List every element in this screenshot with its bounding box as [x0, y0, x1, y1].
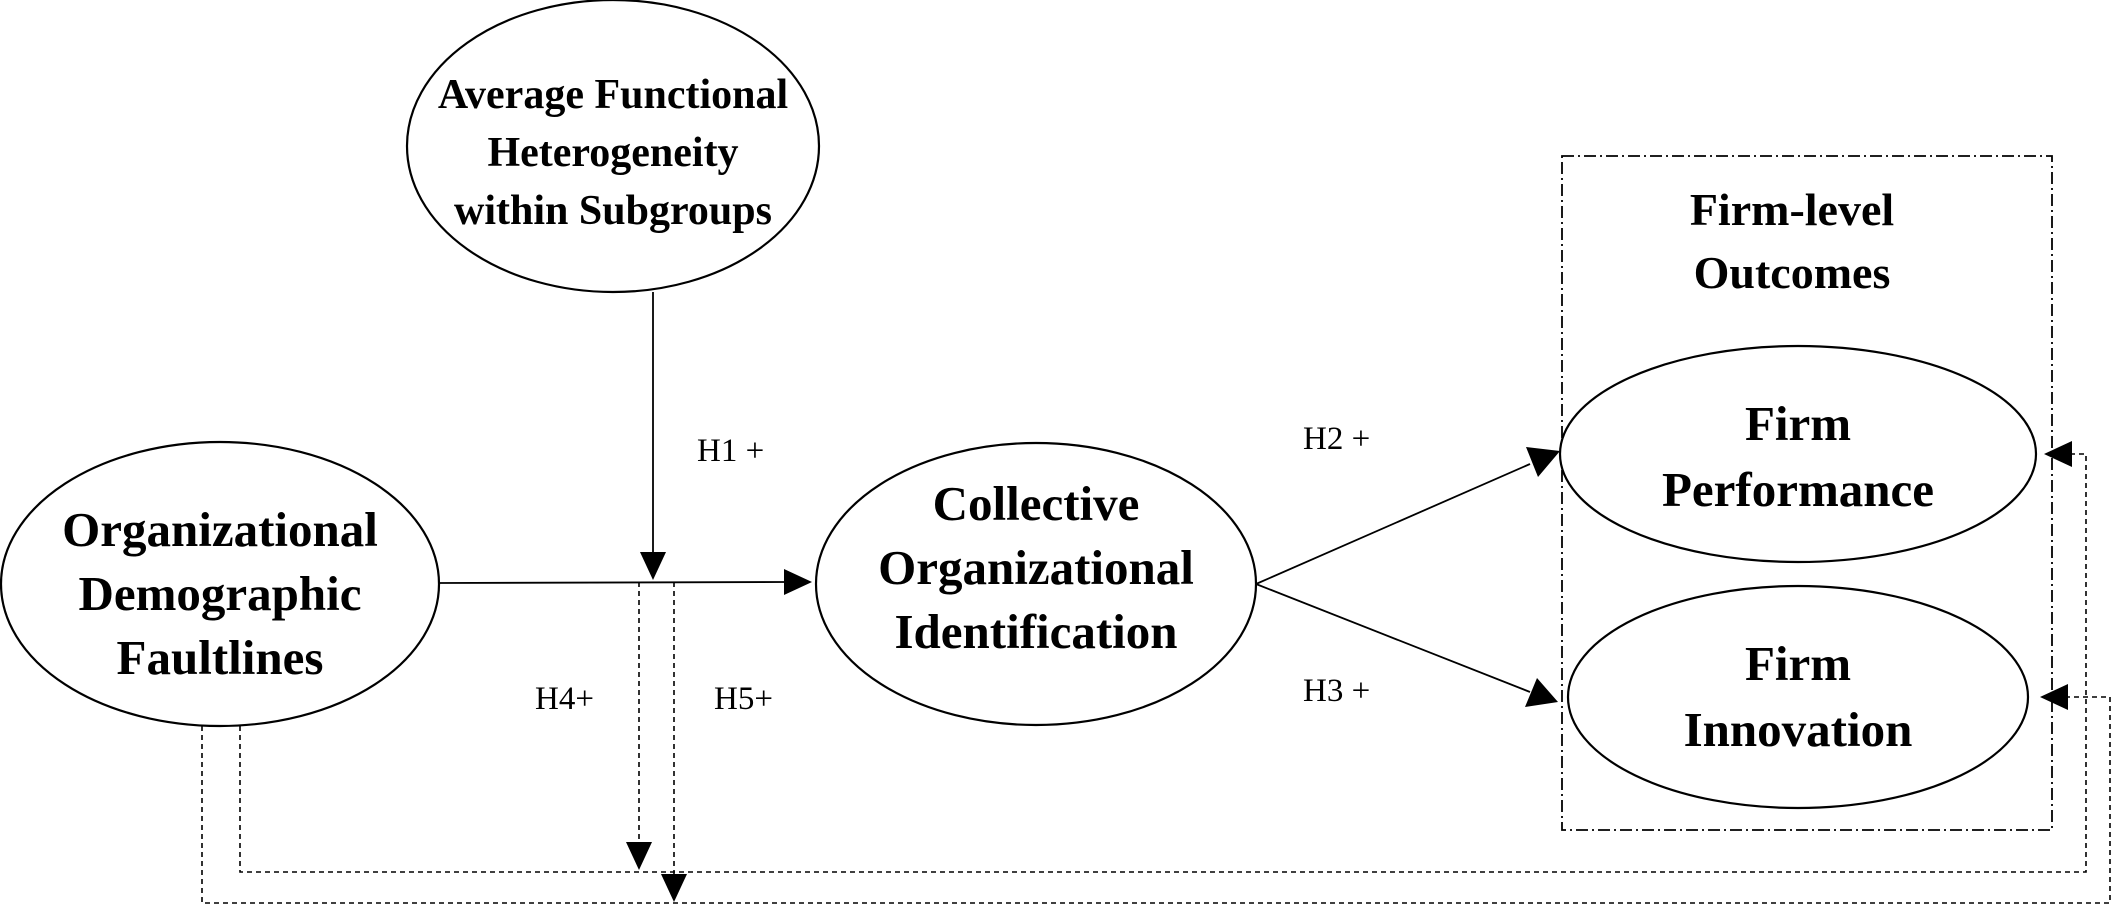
node-innovation-line-1: Firm [1745, 636, 1851, 691]
edge-label-h2: H2 + [1303, 421, 1370, 457]
node-heterogeneity [405, 0, 821, 294]
edge-label-h4: H4+ [535, 681, 594, 717]
arrowhead-to-performance [1526, 447, 1560, 477]
arrowhead-to-innovation [1525, 678, 1558, 707]
edge-label-h5: H5+ [714, 681, 773, 717]
node-faultlines-line-2: Demographic [78, 566, 361, 621]
firm-level-outcomes-box [1561, 155, 2053, 831]
node-innovation-line-2: Innovation [1684, 702, 1913, 757]
node-faultlines-line-1: Organizational [62, 502, 378, 557]
node-innovation [1566, 584, 2030, 810]
arrowhead-h5 [661, 874, 687, 902]
arrowhead-h1 [640, 552, 666, 580]
node-identification [814, 441, 1258, 727]
arrowhead-loop-performance [2044, 441, 2072, 467]
edge-identification-to-innovation [1255, 583, 1531, 693]
edge-faultlines-to-identification [439, 581, 787, 584]
node-identification-line-2: Organizational [878, 540, 1194, 595]
node-identification-line-1: Collective [933, 476, 1140, 531]
node-performance-line-2: Performance [1662, 462, 1934, 517]
node-heterogeneity-line-1: Average Functional [438, 72, 788, 118]
edge-innovation-loop [201, 696, 2111, 904]
group-title-line-1: Firm-level [1690, 184, 1894, 235]
edge-label-h1: H1 + [697, 433, 764, 469]
node-performance-line-1: Firm [1745, 396, 1851, 451]
node-faultlines-line-3: Faultlines [117, 630, 324, 685]
arrowhead-h4 [626, 842, 652, 870]
arrowhead-to-identification [784, 569, 812, 595]
edge-performance-loop [239, 453, 2087, 873]
node-performance [1558, 344, 2038, 564]
edge-label-h3: H3 + [1303, 673, 1370, 709]
node-identification-line-3: Identification [894, 604, 1177, 659]
node-heterogeneity-line-3: within Subgroups [454, 188, 772, 234]
node-faultlines [0, 440, 441, 728]
edge-identification-to-performance [1255, 463, 1531, 585]
group-title-line-2: Outcomes [1694, 247, 1891, 298]
node-heterogeneity-line-2: Heterogeneity [487, 130, 738, 176]
arrowhead-loop-innovation [2040, 684, 2068, 710]
